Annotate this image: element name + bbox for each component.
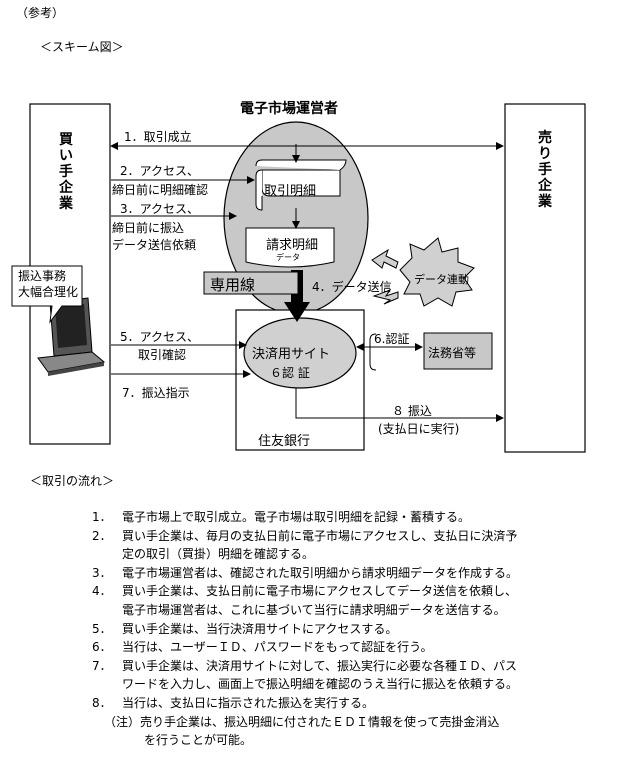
flow-item-number: 7． (92, 658, 112, 673)
flow-item-number: 6． (92, 640, 112, 655)
callout-text: 振込事務 大幅合理化 (18, 268, 78, 300)
dedicated-line-label: 専用線 (210, 276, 256, 294)
arrow-2-label-line2: 締日前に明細確認 (112, 183, 209, 197)
data-link-starburst (371, 237, 475, 307)
flow-item-text: 定の取引（買掛）明細を確認する。 (122, 547, 315, 562)
flow-item-text: 電子市場運営者は、これに基づいて当行に請求明細データを送信する。 (122, 602, 506, 617)
flow-item-line: 6． 当行は、ユーザーＩＤ、パスワードをもって認証を行う。 (92, 638, 518, 657)
callout-box (11, 265, 83, 324)
settlement-site-label: 決済用サイト (252, 347, 331, 362)
flow-item-line: 7． 買い手企業は、決済用サイトに対して、振込実行に必要な各種ＩＤ、パス (92, 657, 518, 676)
operator-label: 電子市場運営者 (240, 101, 338, 117)
flow-item-number: 4． (92, 584, 112, 599)
flow-item-line: 2． 買い手企業は、毎月の支払日前に電子市場にアクセスし、支払日に決済予 (92, 527, 518, 546)
flow-item-text: 当行は、ユーザーＩＤ、パスワードをもって認証を行う。 (122, 640, 433, 655)
arrow-1-label: 1．取引成立 (124, 130, 192, 144)
invoice-detail-doc (245, 227, 335, 268)
seller-label: 売り手企業 (538, 130, 552, 210)
arrow-3-label-line3: データ送信依頼 (112, 238, 197, 252)
flow-item-line: 3． 電子市場運営者は、確認された取引明細から請求明細データを作成する。 (92, 564, 518, 583)
flow-list: 1． 電子市場上で取引成立。電子市場は取引明細を記録・蓄積する。 2． 買い手企業は、… (92, 508, 518, 750)
flow-item-line: 4． 買い手企業は、支払日前に電子市場にアクセスしてデータ送信を依頼し、 (92, 582, 518, 601)
flow-item-line: 電子市場運営者は、これに基づいて当行に請求明細データを送信する。 (92, 601, 518, 620)
reference-label: （参考） (16, 6, 65, 20)
arrow-8-label-line2: (支払日に実行) (378, 422, 460, 436)
seller-box (504, 103, 586, 453)
arrow-8 (295, 388, 504, 422)
arrow-6-label: 6.認証 (374, 332, 410, 346)
flow-item-number: 3． (92, 565, 112, 580)
scheme-heading: ＜スキーム図＞ (40, 40, 124, 54)
flow-item-text: 買い手企業は、毎月の支払日前に電子市場にアクセスし、支払日に決済予 (122, 528, 518, 543)
arrow-2-label-line1: 2．アクセス、 (120, 164, 200, 178)
settlement-ellipse (243, 317, 357, 389)
flow-item-text: 当行は、支払日に指示された振込を実行する。 (122, 695, 375, 710)
callout-line1: 振込事務 (18, 269, 67, 283)
flow-heading: ＜取引の流れ＞ (30, 474, 115, 488)
laptop-icon (37, 297, 106, 376)
callout-line2: 大幅合理化 (18, 285, 79, 299)
arrow-3-label-line2: 締日前に振込 (112, 221, 185, 235)
ministry-bracket (369, 333, 377, 371)
flow-item-line: 1． 電子市場上で取引成立。電子市場は取引明細を記録・蓄積する。 (92, 508, 518, 527)
bank-label: 住友銀行 (258, 434, 311, 449)
flow-item-text: 買い手企業は、決済用サイトに対して、振込実行に必要な各種ＩＤ、パス (122, 658, 518, 673)
ministry-box (423, 332, 493, 370)
flow-note-line2: を行うことが可能。 (144, 733, 253, 748)
flow-item-number: 1． (92, 510, 112, 524)
trade-detail-label: 取引明細 (264, 184, 317, 199)
buyer-label: 買い手企業 (59, 132, 73, 212)
arrow-8-label-line1: ８ 振込 (392, 404, 432, 418)
flow-item-line: 定の取引（買掛）明細を確認する。 (92, 545, 518, 564)
arrow-5-label-line1: 5．アクセス、 (120, 330, 200, 344)
invoice-detail-label: 請求明細 (266, 238, 319, 253)
flow-item-number: 5． (92, 621, 112, 636)
flow-item-line: 8． 当行は、支払日に指示された振込を実行する。 (92, 694, 518, 713)
trade-detail-scroll (255, 159, 347, 211)
arrow-7-label: 7．振込指示 (122, 386, 190, 400)
flow-item-text: 電子市場上で取引成立。電子市場は取引明細を記録・蓄積する。 (122, 510, 471, 524)
arrow-3-label-line1: 3．アクセス、 (120, 202, 200, 216)
dedicated-line-box (203, 271, 299, 295)
flow-item-line: 5． 買い手企業は、当行決済用サイトにアクセスする。 (92, 620, 518, 639)
data-link-label: データ連動 (414, 273, 469, 286)
flow-note-line1: （注）売り手企業は、振込明細に付されたＥＤＩ情報を使って売掛金消込 (104, 714, 500, 729)
invoice-sub-label: データ (276, 253, 300, 262)
ministry-label: 法務省等 (428, 346, 477, 360)
flow-item-number: 2． (92, 528, 112, 543)
flow-item-text: ワードを入力し、画面上で振込明細を確認のうえ当行に振込を依頼する。 (122, 677, 519, 692)
flow-item-number: 8． (92, 695, 112, 710)
data-send-label: 4．データ送信 (312, 280, 392, 294)
flow-item-line: ワードを入力し、画面上で振込明細を確認のうえ当行に振込を依頼する。 (92, 675, 518, 694)
arrow-5-label-line2: 取引確認 (138, 348, 187, 362)
auth-label: ６認 証 (270, 366, 310, 380)
flow-item-text: 電子市場運営者は、確認された取引明細から請求明細データを作成する。 (122, 565, 519, 580)
scheme-diagram (11, 103, 586, 453)
flow-item-text: 買い手企業は、支払日前に電子市場にアクセスしてデータ送信を依頼し、 (122, 584, 518, 599)
flow-item-text: 買い手企業は、当行決済用サイトにアクセスする。 (122, 621, 398, 636)
